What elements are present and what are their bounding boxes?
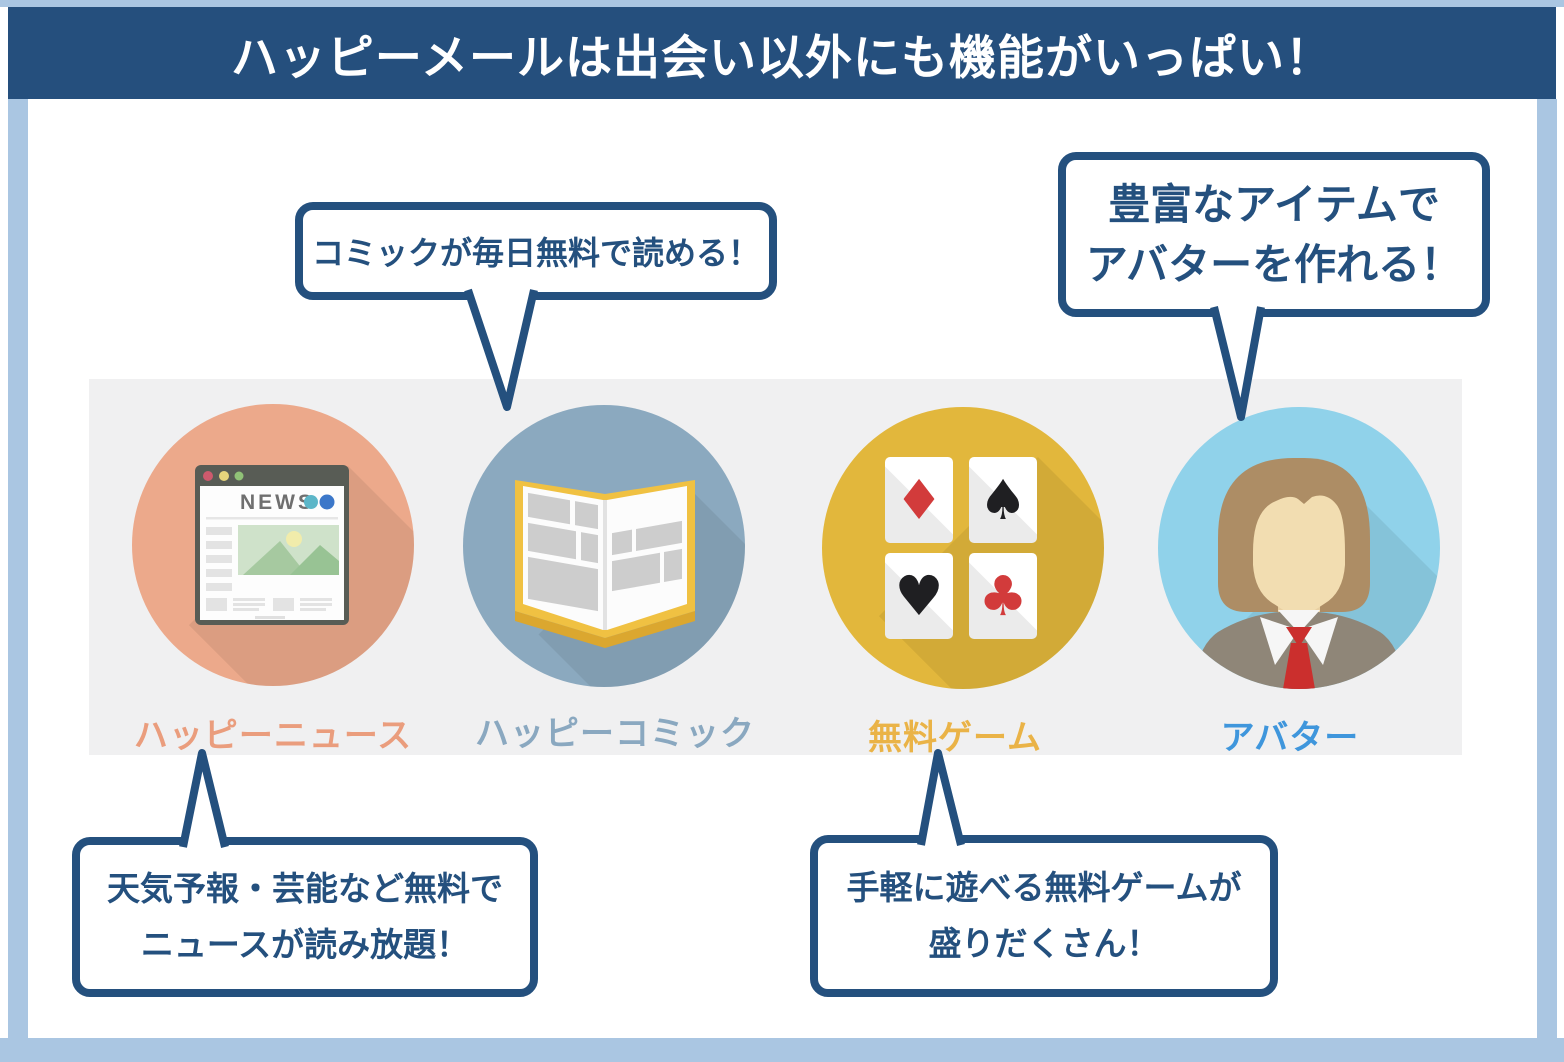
frame-left (8, 99, 28, 1038)
card: ♦ (885, 457, 953, 543)
callout-avatar-line2: アバターを作れる！ (1085, 240, 1463, 288)
comic-book-icon (515, 480, 695, 648)
feature-label-comic: ハッピーコミック (475, 715, 755, 753)
avatar-icon (1194, 458, 1404, 689)
card: ♣ (969, 553, 1037, 639)
callout-game-line1: 手軽に遊べる無料ゲームが (846, 869, 1242, 906)
feature-label-avatar: アバター (1220, 719, 1360, 757)
spade-suit-icon: ♠ (978, 467, 1028, 532)
callout-game: 手軽に遊べる無料ゲームが 盛りだくさん！ (810, 835, 1278, 997)
callout-tail-news (179, 749, 229, 848)
callout-avatar-line1: 豊富なアイテムで (1108, 180, 1440, 228)
callout-avatar: 豊富なアイテムで アバターを作れる！ (1058, 152, 1490, 317)
frame-bottom (0, 1038, 1564, 1062)
callout-comic-text: コミックが毎日無料で読める！ (311, 235, 760, 271)
diamond-suit-icon: ♦ (894, 467, 944, 532)
frame-right (1537, 99, 1557, 1038)
card: ♥ (885, 553, 953, 639)
feature-circle-game: ♦ ♠ ♥ ♣ (822, 407, 1104, 689)
news-browser-icon: NEWS (195, 465, 349, 625)
callout-comic: コミックが毎日無料で読める！ (295, 202, 777, 300)
club-suit-icon: ♣ (978, 563, 1028, 628)
header-banner: ハッピーメールは出会い以外にも機能がいっぱい！ (8, 7, 1556, 99)
callout-tail-game (917, 749, 965, 846)
callout-news-line2: ニュースが読み放題！ (140, 926, 470, 963)
feature-circle-comic (463, 405, 745, 687)
feature-circle-news: NEWS (132, 404, 414, 686)
feature-circle-avatar (1158, 407, 1440, 689)
card: ♠ (969, 457, 1037, 543)
feature-label-game: 無料ゲーム (868, 719, 1042, 757)
page-title: ハッピーメールは出会い以外にも機能がいっぱい！ (230, 30, 1334, 84)
callout-news-line1: 天気予報・芸能など無料で (107, 870, 503, 907)
news-masthead: NEWS (240, 491, 315, 514)
feature-label-news: ハッピーニュース (133, 717, 413, 755)
frame-top (0, 0, 1564, 7)
callout-game-line2: 盛りだくさん！ (928, 925, 1160, 962)
callout-news: 天気予報・芸能など無料で ニュースが読み放題！ (72, 837, 538, 997)
heart-suit-icon: ♥ (894, 563, 944, 628)
